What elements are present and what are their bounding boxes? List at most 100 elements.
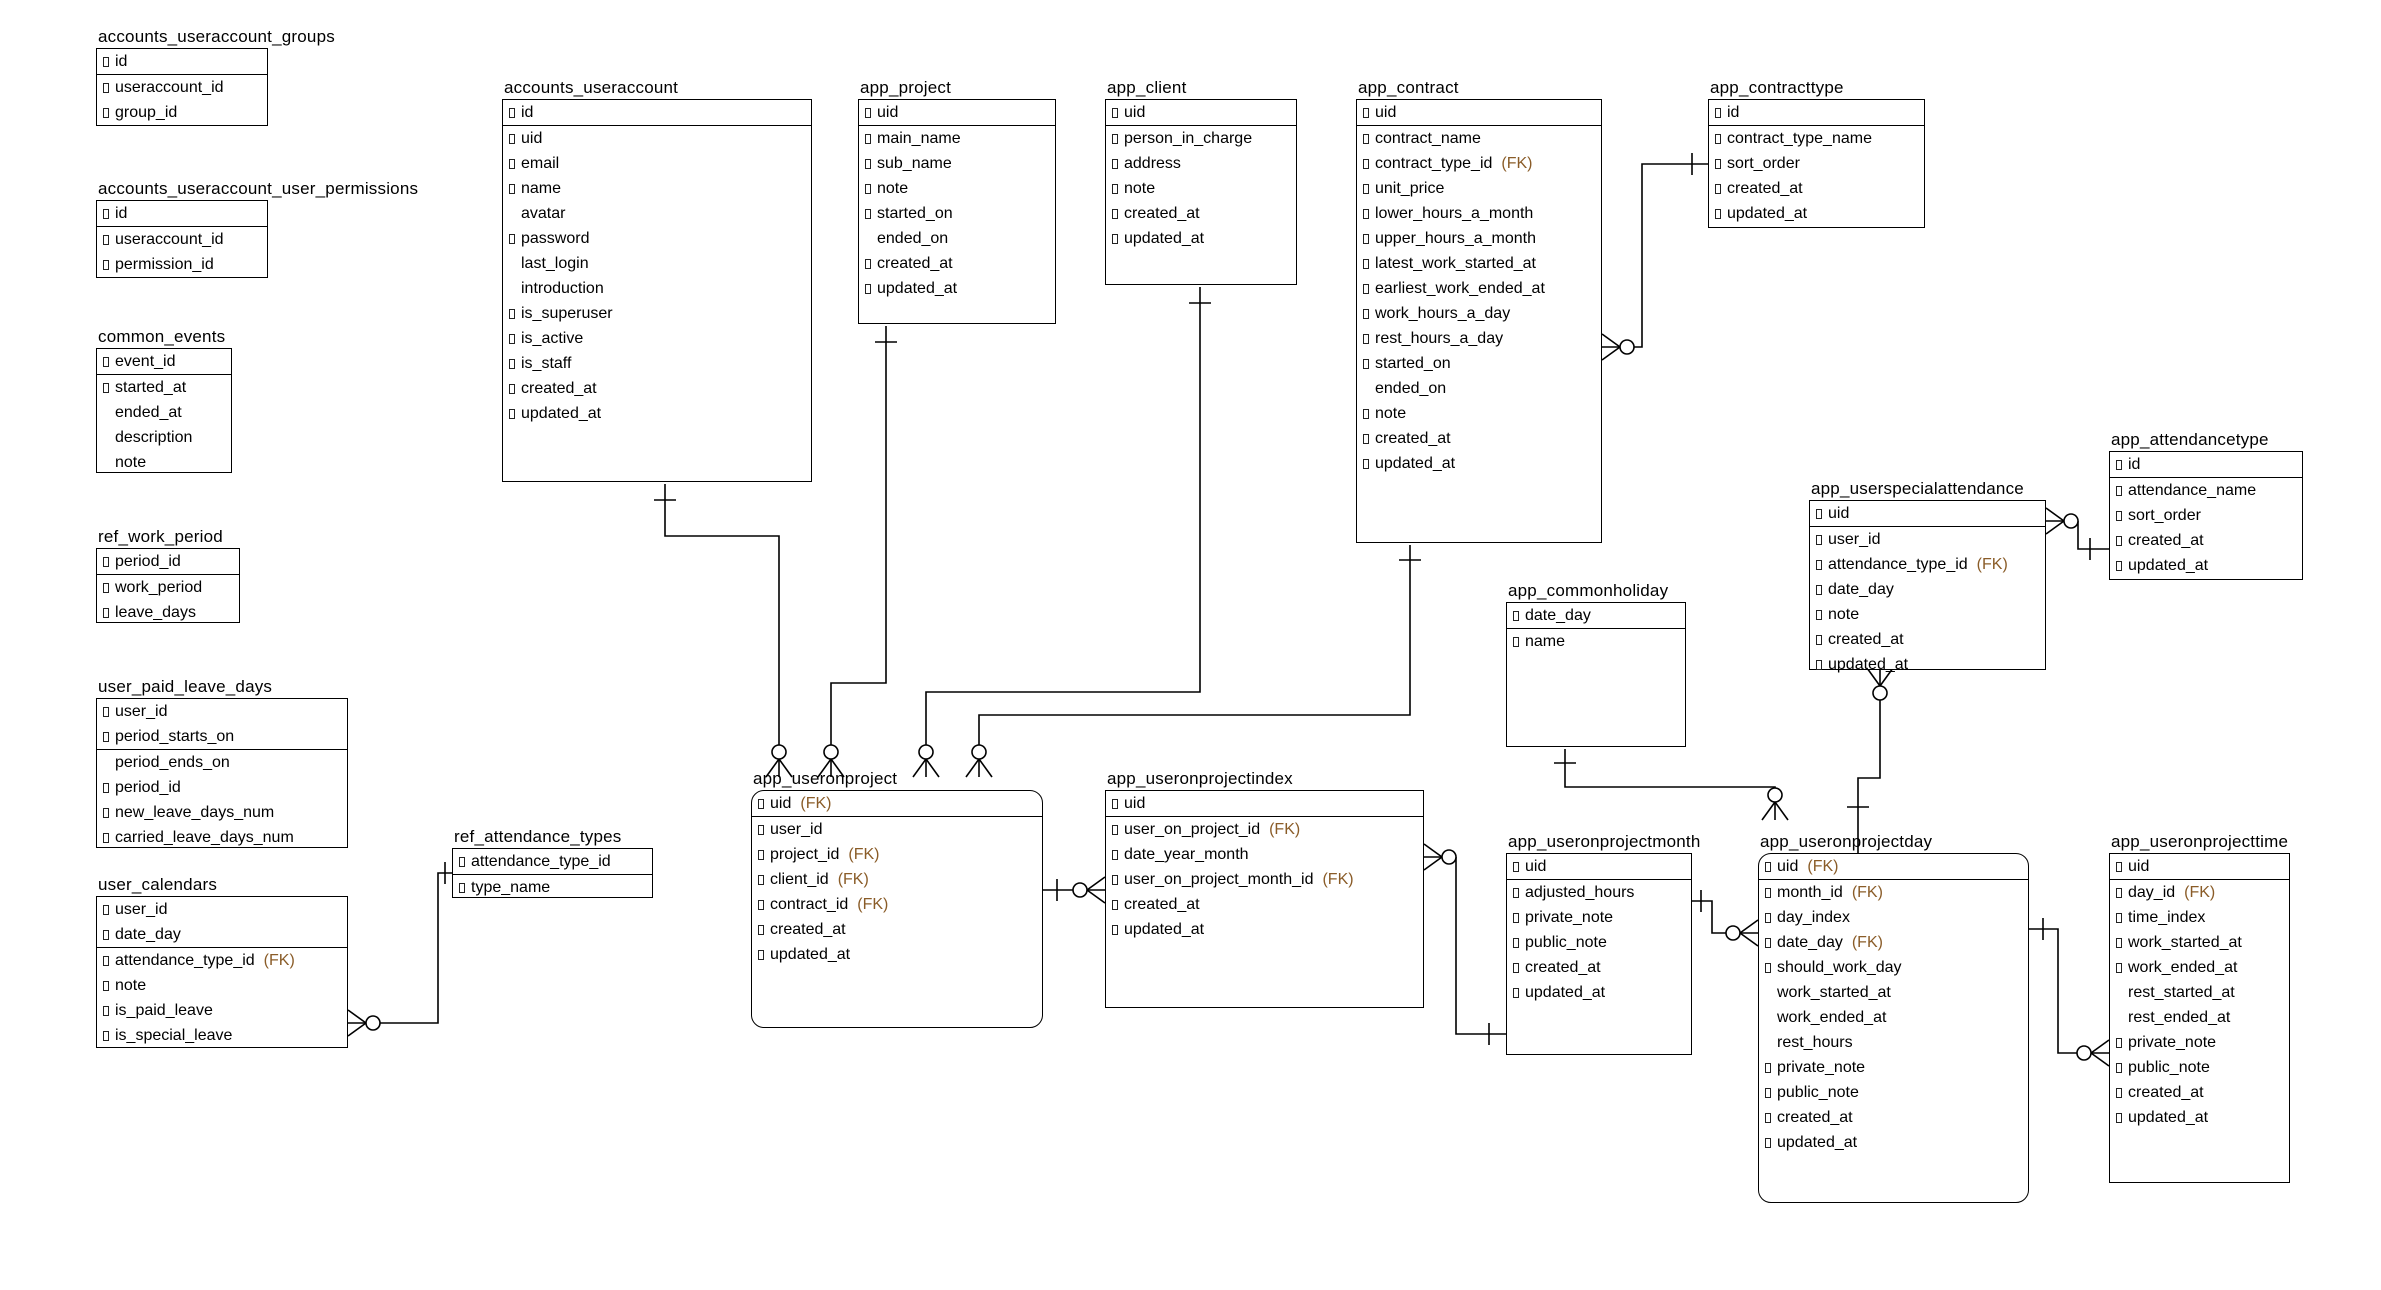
not-null-marker-icon [1816, 534, 1822, 545]
field-row: updated_at [1357, 451, 1601, 476]
field-row: updated_at [503, 401, 811, 426]
field-name: note [1124, 180, 1156, 197]
not-null-marker-icon [1363, 308, 1369, 319]
field-name: user_id [115, 703, 168, 720]
field-row: day_id(FK) [2110, 880, 2289, 905]
field-name: created_at [2128, 532, 2204, 549]
not-null-marker-icon [1112, 107, 1118, 118]
not-null-marker-icon [1363, 408, 1369, 419]
not-null-marker-icon [758, 824, 764, 835]
fk-badge: (FK) [1851, 934, 1883, 951]
field-row: id [503, 100, 811, 125]
field-name: rest_started_at [2128, 984, 2235, 1001]
field-name: public_note [1525, 934, 1607, 951]
fk-badge: (FK) [800, 795, 832, 812]
field-row: uid(FK) [1759, 854, 2028, 879]
not-null-marker-icon [509, 107, 515, 118]
field-name: updated_at [2128, 1109, 2209, 1126]
field-name: sub_name [877, 155, 952, 172]
field-name: created_at [770, 921, 846, 938]
pk-section: uid [1106, 791, 1423, 817]
field-row: sort_order [2110, 503, 2302, 528]
not-null-marker-icon [1112, 208, 1118, 219]
crow-foot-icon [1601, 346, 1621, 361]
zero-circle-icon [1619, 339, 1635, 355]
field-name: description [115, 429, 193, 446]
field-name: type_name [471, 879, 551, 896]
field-name: ended_at [115, 404, 182, 421]
field-name: created_at [1375, 430, 1451, 447]
fk-badge: (FK) [1807, 858, 1839, 875]
field-row: date_day [1810, 577, 2045, 602]
field-name: work_started_at [1777, 984, 1891, 1001]
not-null-marker-icon [758, 849, 764, 860]
field-name: user_id [115, 901, 168, 918]
field-name: contract_type_name [1727, 130, 1872, 147]
field-name: earliest_work_ended_at [1375, 280, 1545, 297]
field-row: uid [1357, 100, 1601, 125]
field-name: sort_order [2128, 507, 2201, 524]
field-row: user_id [1810, 527, 2045, 552]
fk-badge: (FK) [2184, 884, 2216, 901]
field-name: is_special_leave [115, 1027, 233, 1044]
crow-foot-icon [1761, 801, 1776, 821]
zero-circle-icon [365, 1015, 381, 1031]
crow-foot-icon [347, 1009, 367, 1024]
field-row: attendance_type_id(FK) [97, 948, 347, 973]
not-null-marker-icon [865, 258, 871, 269]
field-name: introduction [521, 280, 604, 297]
field-name: public_note [2128, 1059, 2210, 1076]
field-name: new_leave_days_num [115, 804, 275, 821]
pk-section: event_id [97, 349, 231, 375]
field-name: adjusted_hours [1525, 884, 1635, 901]
field-name: ended_on [877, 230, 949, 247]
field-row: uid(FK) [752, 791, 1042, 816]
not-null-marker-icon [509, 133, 515, 144]
not-null-marker-icon [1363, 433, 1369, 444]
not-null-marker-icon [1816, 508, 1822, 519]
not-null-marker-icon [103, 234, 109, 245]
field-row: name [1507, 629, 1685, 654]
field-name: updated_at [877, 280, 958, 297]
field-row: date_day [1507, 603, 1685, 628]
field-row: introduction [503, 276, 811, 301]
entity-title: user_paid_leave_days [98, 677, 273, 696]
field-row: uid [1106, 100, 1296, 125]
not-null-marker-icon [1112, 183, 1118, 194]
field-name: id [115, 53, 128, 70]
pk-section: period_id [97, 549, 239, 575]
not-null-marker-icon [509, 158, 515, 169]
not-null-marker-icon [2116, 1087, 2122, 1098]
field-row: date_day(FK) [1759, 930, 2028, 955]
crow-foot-icon [1739, 919, 1759, 934]
field-row: updated_at [2110, 553, 2302, 578]
field-row: work_started_at [1759, 980, 2028, 1005]
field-row: updated_at [1759, 1130, 2028, 1155]
not-null-marker-icon [1816, 659, 1822, 670]
field-name: note [115, 454, 147, 471]
field-row: note [1357, 401, 1601, 426]
crow-foot-icon [1086, 876, 1106, 891]
